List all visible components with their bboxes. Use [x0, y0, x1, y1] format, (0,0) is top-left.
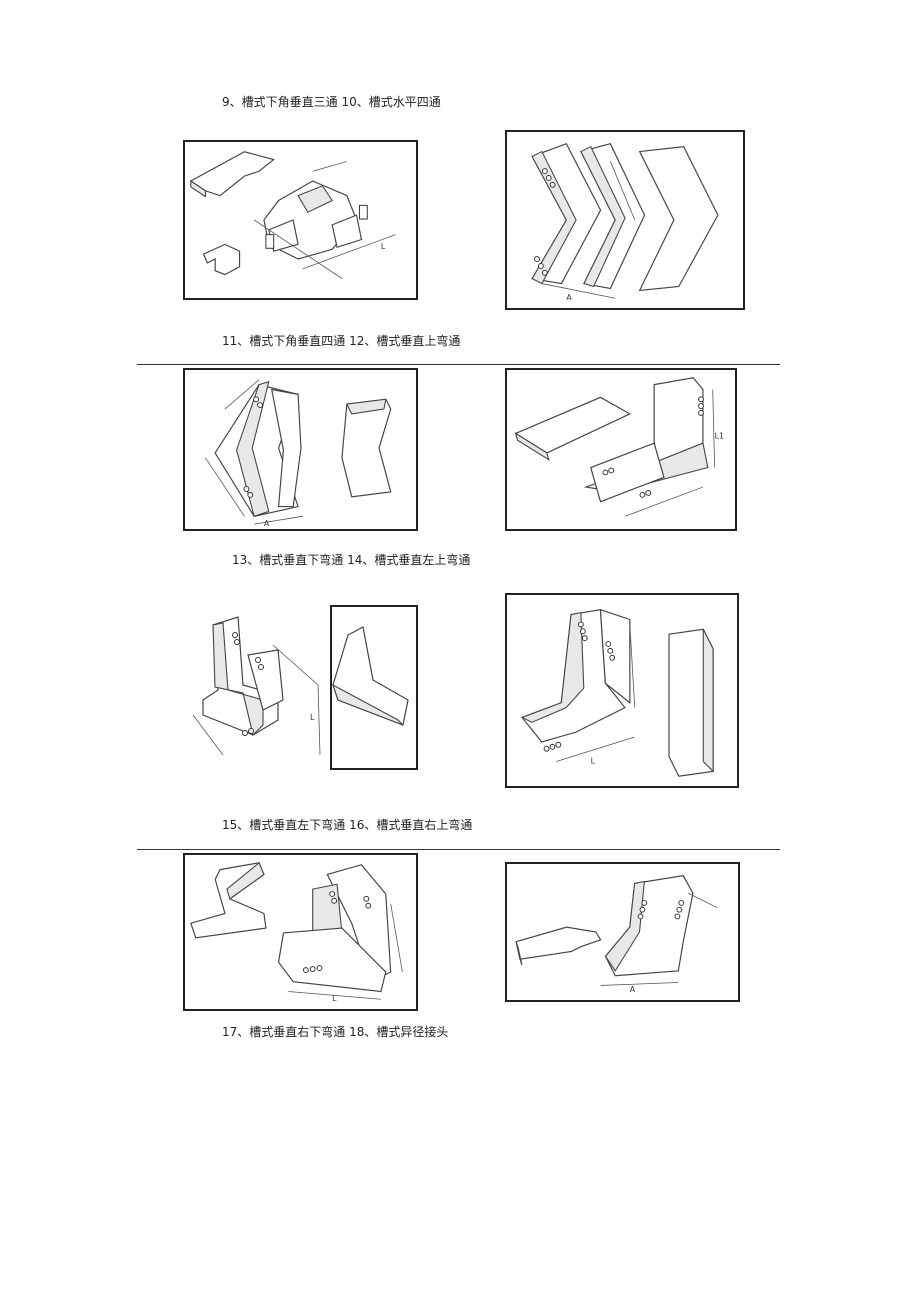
divider-rule	[137, 364, 780, 365]
dim-label-L: L	[332, 994, 337, 1003]
caption-13-14: 13、槽式垂直下弯通 14、槽式垂直左上弯通	[232, 553, 471, 567]
tee-fitting-drawing: L	[189, 151, 396, 279]
frame-bottom-edge	[330, 768, 418, 770]
dim-label-L: L	[591, 756, 596, 765]
cross-fitting-drawing: A	[531, 143, 719, 302]
figure-vertical-up-bend: L1	[505, 368, 737, 531]
figure-downward-vertical-cross: A	[183, 368, 418, 531]
right-up-bend-drawing: A	[515, 875, 718, 994]
left-down-bend-drawing: L	[190, 861, 403, 1003]
dim-label-A: A	[630, 985, 636, 994]
caption-15-16: 15、槽式垂直左下弯通 16、槽式垂直右上弯通	[222, 818, 473, 832]
caption-9-10: 9、槽式下角垂直三通 10、槽式水平四通	[222, 95, 441, 109]
caption-17-18: 17、槽式垂直右下弯通 18、槽式异径接头	[222, 1025, 449, 1039]
figure-vertical-left-down-bend: L	[183, 853, 418, 1011]
figure-horizontal-cross: A	[505, 130, 745, 310]
frame-inner-left-edge	[330, 605, 332, 770]
caption-11-12: 11、槽式下角垂直四通 12、槽式垂直上弯通	[222, 334, 461, 348]
dim-label-A: A	[566, 293, 572, 302]
dim-label-L: L	[381, 242, 386, 251]
down-bend-drawing: L	[192, 616, 409, 756]
left-up-bend-drawing: L	[520, 608, 714, 777]
dim-label-L1: L1	[715, 431, 724, 440]
frame-top-edge	[330, 605, 418, 607]
frame-right-edge	[416, 605, 418, 770]
figure-vertical-left-up-bend: L	[505, 593, 739, 788]
dim-label-L: L	[310, 713, 315, 722]
figure-vertical-down-bend: L	[183, 605, 418, 770]
vertical-cross-drawing: A	[205, 379, 392, 528]
figure-vertical-right-up-bend: A	[505, 862, 740, 1002]
divider-rule	[137, 849, 780, 850]
up-bend-drawing: L1	[514, 377, 724, 517]
figure-downward-vertical-tee: L	[183, 140, 418, 300]
dim-label-A: A	[264, 519, 270, 528]
